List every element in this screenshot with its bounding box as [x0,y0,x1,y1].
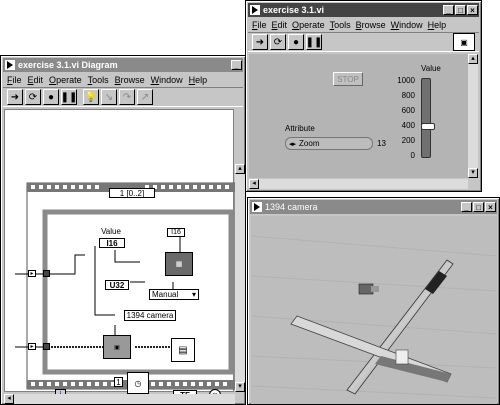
menu-edit[interactable]: Edit [27,74,44,85]
attribute-number: 13 [377,139,386,148]
minimize-button[interactable]: _ [443,5,454,15]
slider-tick-1000: 1000 [397,76,415,85]
scroll-left-arrow-icon[interactable]: ◂ [4,394,14,404]
pause-icon[interactable]: ❚❚ [306,34,322,50]
menu-file[interactable]: File [7,74,22,85]
menu-operate[interactable]: Operate [49,74,82,85]
left-terminal-top: ▸ [28,270,36,277]
menu-browse[interactable]: Browse [114,74,145,85]
menu-operate[interactable]: Operate [292,19,325,30]
scroll-left-arrow-icon[interactable]: ◂ [249,179,259,189]
menu-tools[interactable]: Tools [87,74,109,85]
sequence-frame-label[interactable]: 1 [0..2] [109,188,155,198]
slider-tick-400: 400 [401,121,415,130]
labview-logo-icon [250,5,260,15]
chevron-down-icon: ▾ [191,290,196,299]
menu-edit[interactable]: Edit [271,19,288,30]
diagram-window: exercise 3.1.vi Diagram _ File Edit Oper… [0,55,246,405]
abort-icon[interactable]: ● [288,34,304,50]
labview-logo-icon [5,60,15,70]
menu-window[interactable]: Window [150,74,183,85]
panel-vscrollbar[interactable]: ▴ ▾ [468,54,478,178]
i16-small-terminal[interactable]: I16 [167,228,185,237]
scroll-up-arrow-icon[interactable]: ▴ [468,54,478,64]
u32-constant[interactable]: U32 [105,280,129,290]
value-label: Value [101,226,121,236]
maximize-button[interactable]: □ [455,5,466,15]
value-slider-knob[interactable] [421,122,435,130]
menu-file[interactable]: File [252,19,267,30]
run-arrow-icon[interactable]: ➜ [252,34,268,50]
camera-title: 1394 camera [265,202,318,212]
slider-tick-600: 600 [401,106,415,115]
step-into-icon[interactable]: ↘ [101,89,117,105]
diagram-hscrollbar[interactable]: ◂ [4,394,235,404]
menu-tools[interactable]: Tools [329,19,351,30]
panel-canvas[interactable]: STOP Value 1000 800 600 400 200 0 Attrib… [249,54,468,178]
diagram-toolbar: ➜ ⟳ ● ❚❚ 💡 ↘ ↷ ↗ [3,87,243,107]
diagram-vscrollbar[interactable]: ▴ ▾ [235,164,245,392]
close-button[interactable]: × [467,5,478,15]
maximize-button[interactable]: □ [473,202,484,212]
imaq-property-node-icon[interactable]: ▦ [165,252,193,276]
menu-browse[interactable]: Browse [355,19,386,30]
scroll-up-arrow-icon[interactable]: ▴ [235,164,245,174]
value-i16-terminal[interactable]: I16 [99,238,125,248]
run-continuous-icon[interactable]: ⟳ [25,89,41,105]
attribute-label: Attribute [285,124,315,133]
value-slider-label: Value [421,64,441,73]
imaq-grab-icon[interactable]: ▣ [103,335,131,359]
manual-enum[interactable]: Manual ▾ [149,289,199,300]
scroll-down-arrow-icon[interactable]: ▾ [235,382,245,392]
pause-icon[interactable]: ❚❚ [61,89,77,105]
menu-help[interactable]: Help [427,19,447,30]
menu-window[interactable]: Window [390,19,423,30]
diagram-titlebar[interactable]: exercise 3.1.vi Diagram _ [3,58,243,72]
slider-tick-200: 200 [401,136,415,145]
value-slider-track[interactable] [421,78,435,158]
camera-titlebar[interactable]: 1394 camera _ □ × [250,200,497,214]
display-icon: ▤ [178,344,188,356]
slider-tick-800: 800 [401,91,415,100]
slider-tick-0: 0 [410,151,415,160]
highlight-bulb-icon[interactable]: 💡 [83,89,99,105]
run-arrow-icon[interactable]: ➜ [7,89,23,105]
vi-connector-icon[interactable]: ▣ [453,33,475,51]
menu-help[interactable]: Help [188,74,208,85]
camera-image-content [251,235,497,399]
step-over-icon[interactable]: ↷ [119,89,135,105]
panel-toolbar: ➜ ⟳ ● ❚❚ ▣ [248,32,479,52]
tunnel-top [43,270,50,277]
minimize-button[interactable]: _ [231,60,242,70]
scroll-down-arrow-icon[interactable]: ▾ [468,168,478,178]
camera-image[interactable] [251,216,497,404]
camera-window: 1394 camera _ □ × [247,197,500,405]
panel-hscrollbar[interactable]: ◂ [249,179,468,189]
panel-window: exercise 3.1.vi _ □ × File Edit Operate … [245,0,482,192]
close-button[interactable]: × [485,202,496,212]
diagram-menubar: File Edit Operate Tools Browse Window He… [3,73,243,86]
panel-menubar: File Edit Operate Tools Browse Window He… [248,18,479,31]
attribute-ring[interactable]: ◂▸ Zoom [285,137,373,150]
diagram-title: exercise 3.1.vi Diagram [18,60,118,70]
minimize-button[interactable]: _ [461,202,472,212]
panel-titlebar[interactable]: exercise 3.1.vi _ □ × [248,3,479,17]
abort-icon[interactable]: ● [43,89,59,105]
camera-name-constant[interactable]: 1394 camera [124,310,176,321]
image-display-terminal[interactable]: ▤ [171,338,195,362]
left-terminal-bottom: ▸ [28,343,36,350]
labview-logo-icon [252,202,262,212]
ring-increment-icon[interactable]: ◂▸ [289,140,297,148]
stop-button[interactable]: STOP [333,72,363,86]
constant-one[interactable]: 1 [114,377,123,387]
step-out-icon[interactable]: ↗ [137,89,153,105]
run-continuous-icon[interactable]: ⟳ [270,34,286,50]
tunnel-bottom [43,343,50,350]
panel-title: exercise 3.1.vi [263,5,325,15]
wait-timer-icon[interactable]: ◷ [127,372,149,394]
